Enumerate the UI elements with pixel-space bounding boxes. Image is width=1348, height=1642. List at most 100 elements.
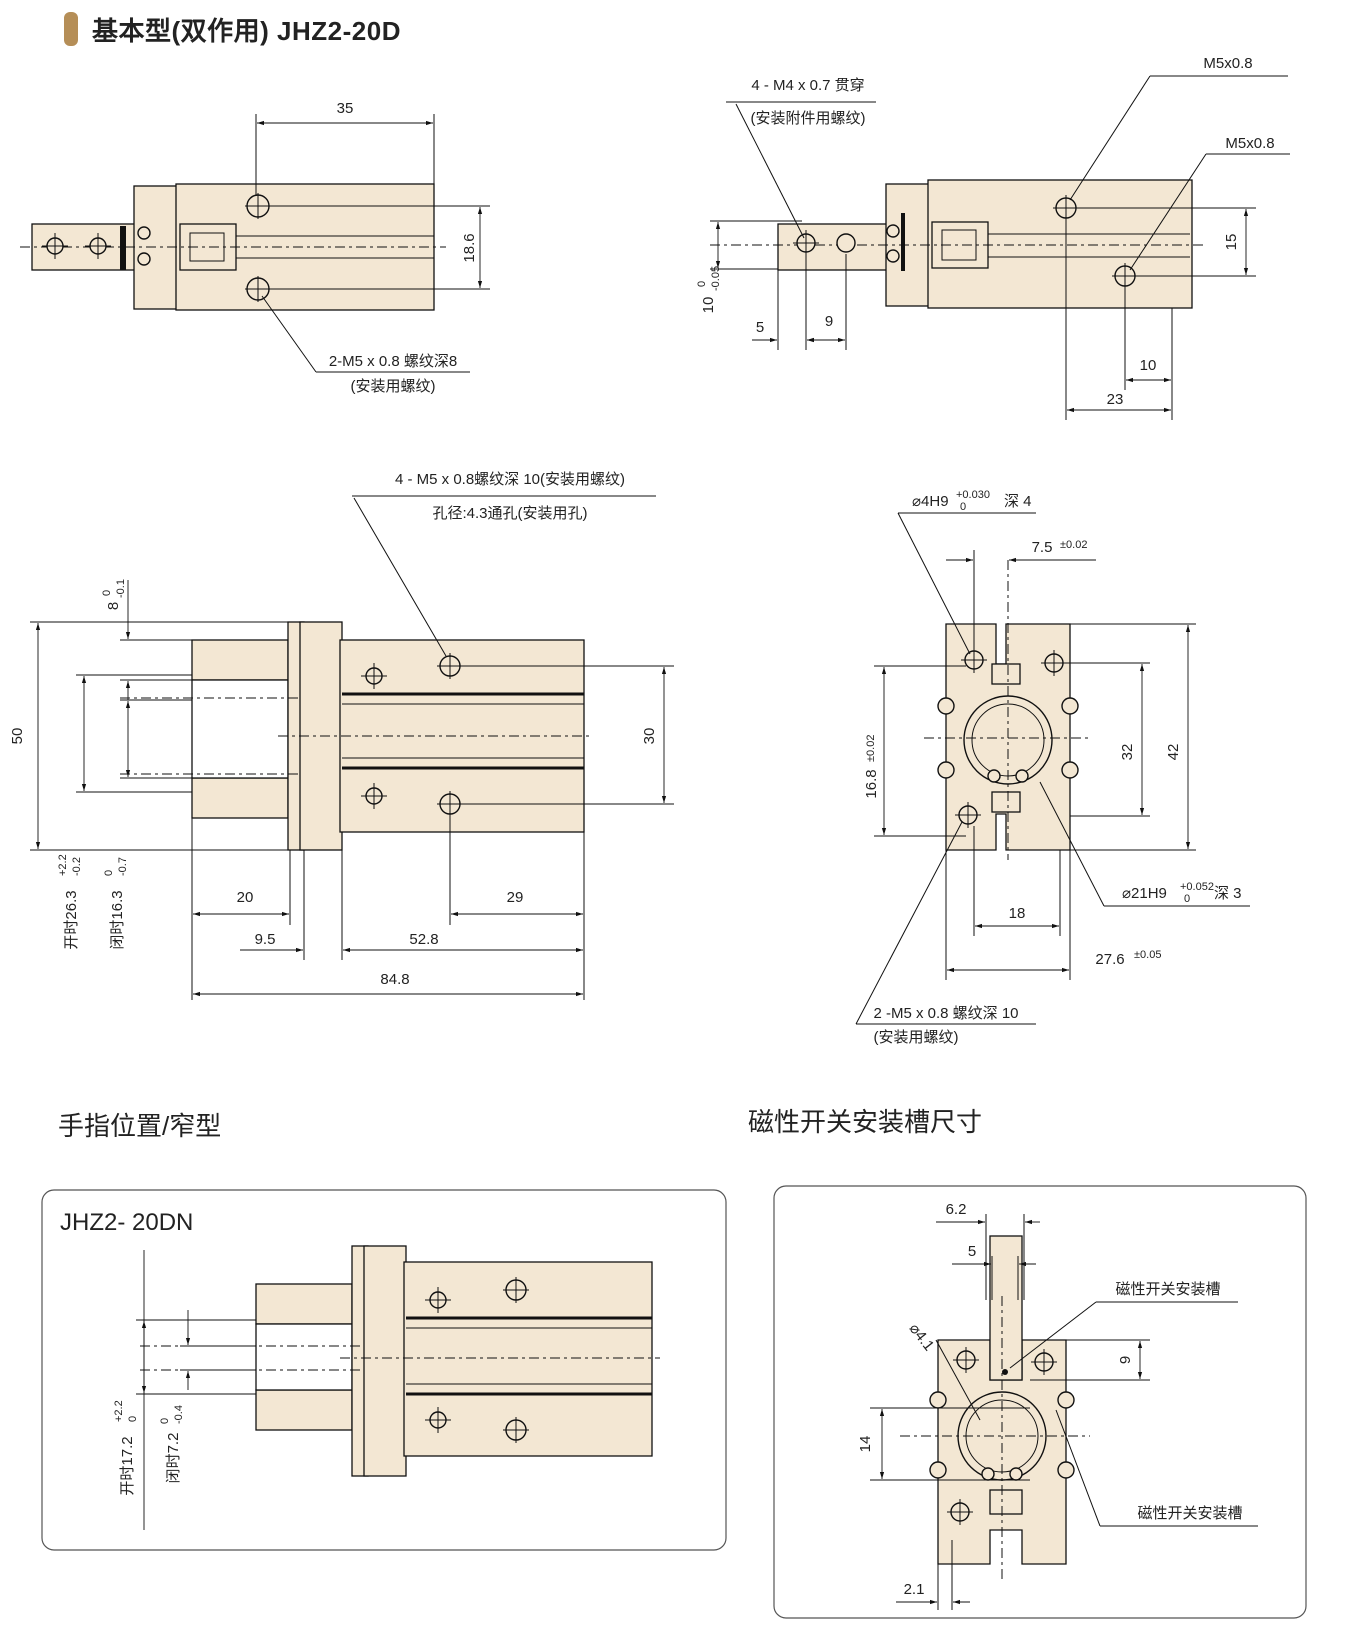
tol-10-upper: 0 (696, 281, 708, 287)
note-pin-depth: 深 4 (1004, 493, 1032, 510)
pin-hole (987, 769, 1001, 783)
upper-slot (991, 663, 1021, 685)
slot-label-2: 磁性开关安装槽 (1137, 1505, 1242, 1522)
note-bore-depth: 深 3 (1214, 885, 1242, 902)
top-left-note-line1: 2-M5 x 0.8 螺纹深8 (329, 353, 457, 370)
close-label: 闭时16.3 (109, 890, 126, 949)
page-title: 基本型(双作用) JHZ2-20D (92, 15, 401, 46)
finger-lower (255, 1389, 353, 1431)
pin-hole (1009, 1467, 1023, 1481)
finger-lower (191, 777, 289, 819)
side-notch (929, 1391, 947, 1409)
dim-7-5-tol: ±0.02 (1060, 539, 1087, 551)
note-bore-tol-upper: +0.052 (1180, 881, 1214, 893)
note-bore: ⌀21H9 (1122, 885, 1167, 902)
top-right-view: 4 - M4 x 0.7 贯穿 (安装附件用螺纹) M5x0.8 M5x0.8 … (696, 55, 1290, 420)
dim-10-tol: 10 (700, 297, 717, 314)
title-marker (64, 12, 78, 46)
side-notch (937, 761, 955, 779)
dim-2-1: 2.1 (904, 1581, 925, 1598)
dim-29: 29 (507, 889, 524, 906)
close-tol-lower: -0.7 (117, 857, 129, 876)
note-pin-tol-upper: +0.030 (956, 489, 990, 501)
narrow-model: JHZ2- 20DN (60, 1209, 193, 1236)
thread-hole-m4 (836, 233, 856, 253)
narrow-close-tol-lower: -0.4 (173, 1405, 185, 1424)
jaw-pad (901, 213, 905, 271)
dim-14: 14 (857, 1436, 874, 1453)
open-tol-upper: +2.2 (57, 854, 69, 876)
top-left-view: 35 18.6 2-M5 x 0.8 螺纹深8 (安装用螺纹) (20, 100, 490, 395)
top-right-note-a-line1: 4 - M4 x 0.7 贯穿 (751, 77, 864, 94)
jaw-pad (120, 226, 126, 270)
finger-upper (191, 639, 289, 681)
dim-18-6: 18.6 (461, 233, 478, 262)
dim-5: 5 (756, 319, 764, 336)
dim-32: 32 (1119, 744, 1136, 761)
dim-5: 5 (968, 1243, 976, 1260)
slot-label-1: 磁性开关安装槽 (1115, 1281, 1220, 1298)
dim-8: 8 (105, 602, 122, 610)
narrow-open-tol-upper: +2.2 (113, 1400, 125, 1422)
switch-frame (773, 1185, 1307, 1619)
narrow-close-label: 闭时7.2 (165, 1433, 182, 1484)
dim-9: 9 (825, 313, 833, 330)
note-pin-tol-lower: 0 (960, 501, 966, 513)
dim-10: 10 (1140, 357, 1157, 374)
side-notch (1061, 761, 1079, 779)
dim-52-8: 52.8 (409, 931, 438, 948)
dim-7-5: 7.5 (1032, 539, 1053, 556)
dim-16-8: 16.8 (863, 769, 880, 798)
jaw-block (363, 1245, 407, 1477)
page-title-bar: 基本型(双作用) JHZ2-20D (64, 12, 401, 46)
dim-27-6-tol: ±0.05 (1134, 949, 1161, 961)
slot-channel (989, 1235, 1023, 1381)
switch-section-title: 磁性开关安装槽尺寸 (748, 1107, 983, 1137)
lower-slot (989, 1489, 1023, 1515)
dim-84-8: 84.8 (380, 971, 409, 988)
pin-hole (1015, 769, 1029, 783)
note-bore-tol-lower: 0 (1184, 893, 1190, 905)
guide-block (931, 221, 989, 269)
side-view: 4 - M5 x 0.8螺纹深 10(安装用螺纹) 孔径:4.3通孔(安装用孔)… (9, 471, 674, 1000)
note-thread-line1: 2 -M5 x 0.8 螺纹深 10 (873, 1005, 1018, 1022)
close-tol-upper: 0 (103, 870, 115, 876)
dim-9: 9 (1117, 1356, 1134, 1364)
lower-slot (991, 791, 1021, 813)
tol-8-upper: 0 (101, 590, 113, 596)
dim-4-1: ⌀4.1 (906, 1320, 938, 1354)
dim-15: 15 (1223, 234, 1240, 251)
side-notch (937, 697, 955, 715)
dim-6-2: 6.2 (946, 1201, 967, 1218)
side-notch (1057, 1461, 1075, 1479)
top-right-m5-b: M5x0.8 (1225, 135, 1274, 152)
top-right-m5-a: M5x0.8 (1203, 55, 1252, 72)
dim-42: 42 (1165, 744, 1182, 761)
side-notch (929, 1461, 947, 1479)
dim-16-8-tol: ±0.02 (865, 735, 877, 762)
open-label: 开时26.3 (63, 890, 80, 949)
top-right-note-a-line2: (安装附件用螺纹) (751, 110, 866, 127)
narrow-open-label: 开时17.2 (119, 1436, 136, 1495)
side-note-line2: 孔径:4.3通孔(安装用孔) (432, 505, 587, 522)
dim-27-6: 27.6 (1095, 951, 1124, 968)
end-view: 32 42 16.8 ±0.02 7.5 ±0.02 ⌀4H9 +0.030 0… (855, 489, 1250, 1046)
narrow-section-title: 手指位置/窄型 (58, 1111, 222, 1141)
dim-9-5: 9.5 (255, 931, 276, 948)
side-notch (1061, 697, 1079, 715)
dim-23: 23 (1107, 391, 1124, 408)
dim-30: 30 (641, 728, 658, 745)
narrow-view: 开时17.2 +2.2 0 闭时7.2 0 -0.4 (113, 1245, 660, 1530)
narrow-close-tol-upper: 0 (159, 1418, 171, 1424)
narrow-frame (41, 1189, 727, 1551)
note-thread-line2: (安装用螺纹) (874, 1029, 959, 1046)
switch-slot-view: 6.2 5 ⌀4.1 9 14 2.1 磁性开关安装槽 磁性开关安装槽 (857, 1201, 1258, 1610)
pin-hole (137, 226, 151, 240)
dim-50: 50 (9, 728, 26, 745)
finger-upper (255, 1283, 353, 1325)
pin-hole (886, 249, 900, 263)
note-pin: ⌀4H9 (912, 493, 949, 510)
side-note-line1: 4 - M5 x 0.8螺纹深 10(安装用螺纹) (395, 471, 625, 488)
pin-hole (137, 252, 151, 266)
